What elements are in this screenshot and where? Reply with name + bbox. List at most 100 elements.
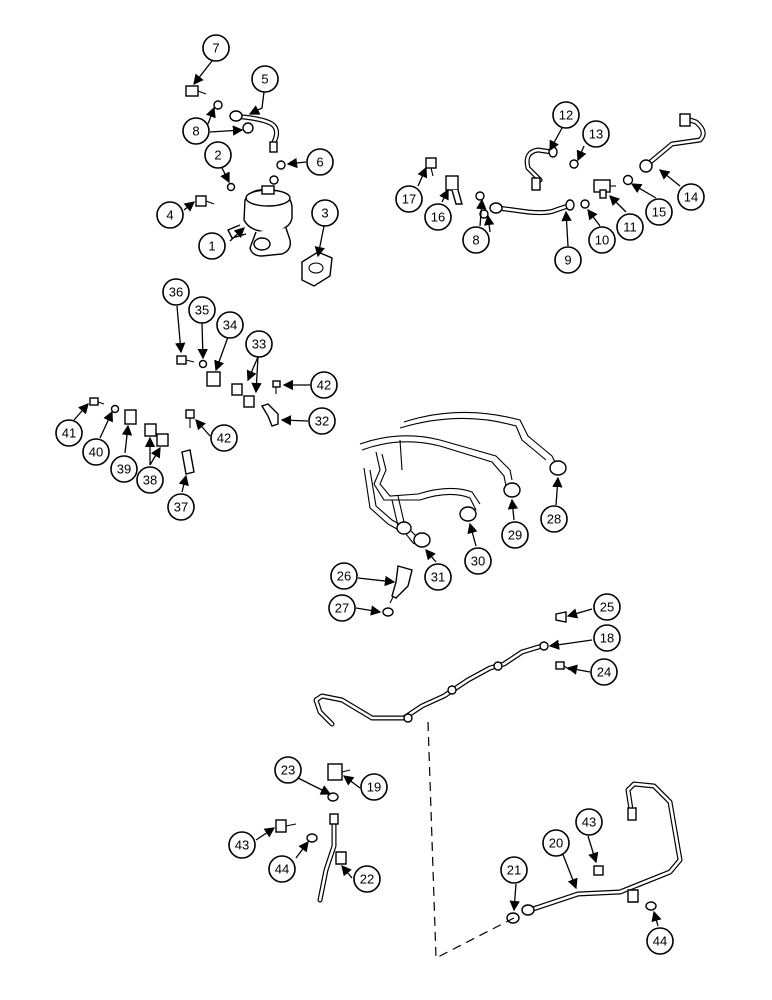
callout-42-upper: 42: [310, 371, 338, 399]
svg-text:8: 8: [472, 233, 479, 248]
svg-text:38: 38: [143, 473, 157, 488]
svg-text:36: 36: [169, 285, 183, 300]
svg-text:37: 37: [174, 500, 188, 515]
callout-37: 37: [167, 493, 195, 521]
clamp-38a: [144, 423, 157, 437]
callout-36: 36: [162, 278, 190, 306]
washer-8b: [242, 122, 254, 134]
svg-text:43: 43: [582, 815, 596, 830]
svg-text:23: 23: [281, 763, 295, 778]
washer-27: [382, 607, 394, 617]
bolt-4: [195, 195, 215, 207]
pipe-20: [521, 781, 683, 916]
nut-6: [276, 160, 286, 170]
nut-13: [569, 159, 579, 169]
bolt-24: [555, 661, 571, 671]
callout-44-right: 44: [646, 927, 674, 955]
callout-15: 15: [645, 198, 673, 226]
reference-dashed-line: [427, 721, 515, 959]
nut-44b: [645, 901, 657, 911]
svg-text:7: 7: [212, 41, 219, 56]
svg-text:18: 18: [600, 631, 614, 646]
svg-text:14: 14: [684, 190, 698, 205]
plug-2: [226, 182, 236, 192]
nut-15: [622, 174, 634, 186]
pipe-12: [524, 146, 558, 191]
pipe-22: [317, 813, 347, 903]
pipe-5: [229, 110, 280, 153]
callout-41: 41: [55, 419, 83, 447]
svg-text:42: 42: [317, 378, 331, 393]
callout-3: 3: [311, 199, 339, 227]
fuel-lift-pump: [227, 175, 293, 257]
injector-pipe-bundle: [359, 411, 567, 548]
callout-40: 40: [82, 438, 110, 466]
callout-43-right: 43: [575, 808, 603, 836]
bolt-43a: [275, 819, 297, 833]
callout-4: 4: [156, 201, 184, 229]
bolt-7: [185, 85, 207, 97]
callout-21: 21: [500, 856, 528, 884]
clamp-34: [206, 371, 221, 387]
bolt-36: [176, 355, 195, 365]
svg-text:29: 29: [508, 528, 522, 543]
pipe-14: [639, 113, 706, 173]
bracket-32: [260, 403, 279, 427]
svg-text:12: 12: [559, 108, 573, 123]
callout-1: 1: [198, 232, 226, 260]
callout-18: 18: [593, 624, 621, 652]
washer-23: [327, 792, 339, 802]
svg-text:13: 13: [589, 127, 603, 142]
svg-text:9: 9: [564, 253, 571, 268]
callout-43-left: 43: [228, 831, 256, 859]
callout-38: 38: [136, 466, 164, 494]
svg-text:27: 27: [335, 601, 349, 616]
callout-31: 31: [424, 563, 452, 591]
clamp-39: [124, 409, 137, 425]
nut-10: [580, 199, 590, 209]
callout-32: 32: [308, 407, 336, 435]
callout-30: 30: [464, 547, 492, 575]
svg-text:28: 28: [547, 512, 561, 527]
callout-19: 19: [360, 773, 388, 801]
callout-17: 17: [395, 185, 423, 213]
svg-text:35: 35: [195, 303, 209, 318]
washer-40: [110, 404, 120, 414]
svg-text:11: 11: [623, 220, 637, 235]
svg-text:44: 44: [653, 934, 667, 949]
callout-39: 39: [110, 455, 138, 483]
clamp-38b: [156, 433, 169, 447]
svg-text:5: 5: [261, 72, 268, 87]
callout-27: 27: [328, 594, 356, 622]
callout-23: 23: [274, 756, 302, 784]
svg-text:40: 40: [89, 445, 103, 460]
plate-37: [181, 449, 195, 475]
svg-text:21: 21: [507, 863, 521, 878]
clamp-33a: [231, 383, 243, 396]
injector-26: [389, 565, 413, 604]
svg-text:17: 17: [402, 192, 416, 207]
svg-text:4: 4: [166, 208, 173, 223]
svg-text:30: 30: [471, 554, 485, 569]
svg-text:1: 1: [208, 239, 215, 254]
svg-text:41: 41: [62, 426, 76, 441]
svg-text:20: 20: [549, 836, 563, 851]
washer-8a: [213, 100, 223, 110]
callout-29: 29: [501, 521, 529, 549]
svg-text:6: 6: [316, 155, 323, 170]
callout-28: 28: [540, 505, 568, 533]
svg-text:3: 3: [321, 206, 328, 221]
svg-text:2: 2: [214, 148, 221, 163]
callout-12: 12: [552, 101, 580, 129]
clamp-33b: [243, 395, 255, 408]
bolt-17: [425, 157, 437, 177]
callout-6: 6: [306, 148, 334, 176]
svg-text:25: 25: [600, 600, 614, 615]
callout-20: 20: [542, 829, 570, 857]
svg-text:32: 32: [315, 414, 329, 429]
callout-8-right: 8: [462, 226, 490, 254]
bolt-42a: [272, 380, 281, 394]
washer-35: [198, 359, 208, 369]
bolt-43b: [593, 865, 604, 876]
